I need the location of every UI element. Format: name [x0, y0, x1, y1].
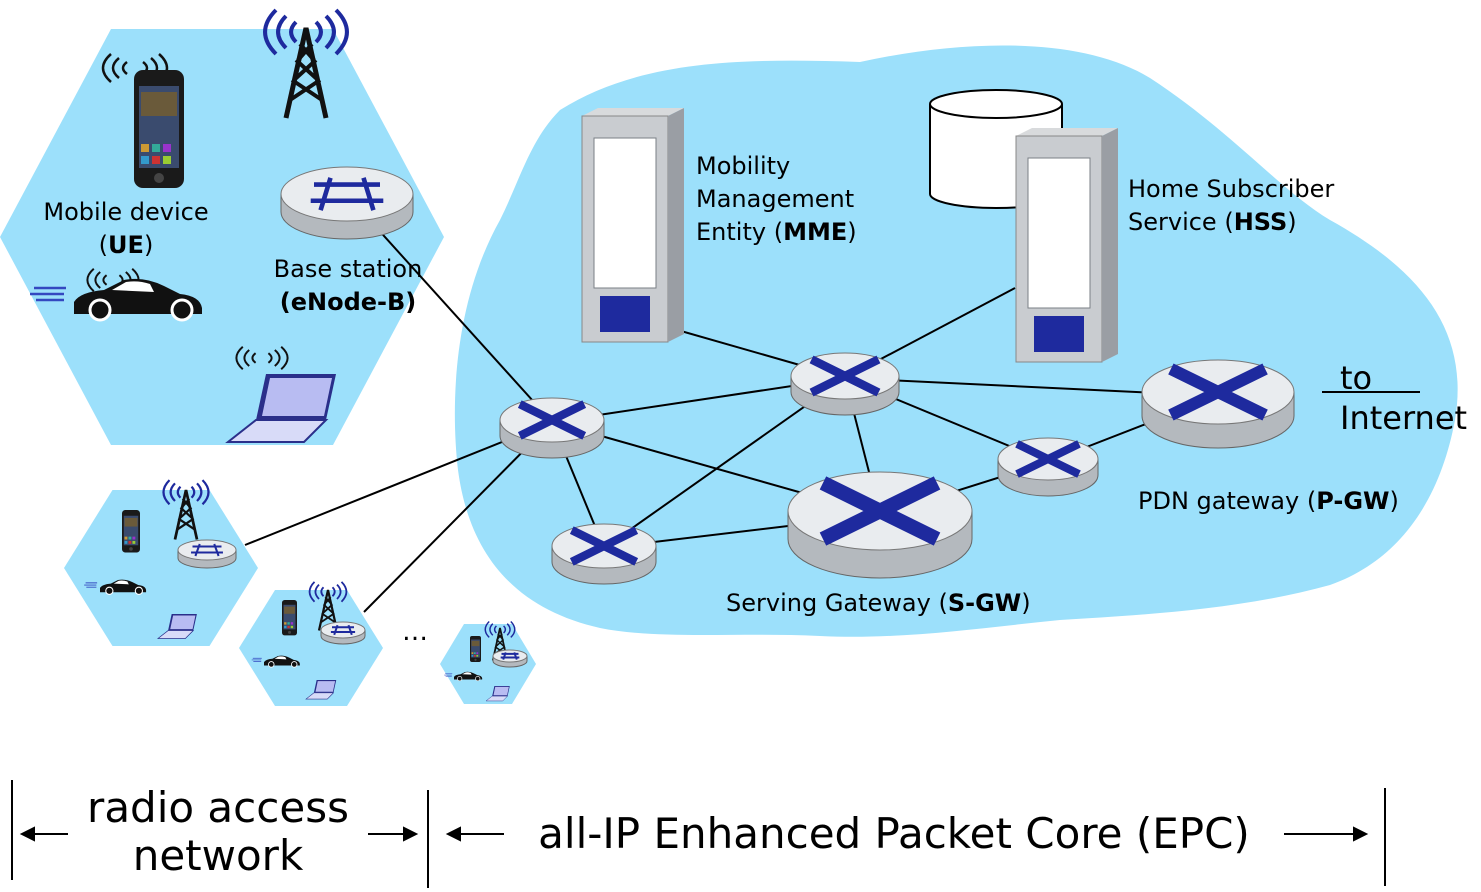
enodeb-router-small-2 — [320, 621, 366, 645]
internet-label: to Internet — [1340, 358, 1467, 438]
mme-abbr: MME — [783, 218, 848, 246]
enb-label: Base station (eNode-B) — [260, 253, 436, 319]
mme-name: Entity — [696, 218, 767, 246]
hss-open: ( — [1224, 208, 1234, 236]
pgw-abbr: P-GW — [1316, 487, 1390, 515]
smartphone-icon — [122, 510, 140, 553]
radio-access-regions — [0, 29, 536, 706]
hss-server-icon — [1015, 127, 1119, 363]
mme-line2: Management — [696, 185, 855, 213]
radio-line1: radio access — [87, 783, 349, 832]
ue-abbr: UE — [108, 231, 144, 259]
router-lower-icon — [551, 523, 657, 585]
hss-label: Home Subscriber Service (HSS) — [1128, 173, 1334, 239]
radio-cell-main — [0, 29, 444, 445]
pgw-open: ( — [1306, 487, 1317, 515]
smartphone-icon — [470, 636, 481, 662]
ue-name: Mobile device — [43, 198, 209, 226]
smartphone-icon — [134, 70, 184, 188]
radio-cell-small-1 — [64, 490, 258, 646]
router-left-icon — [499, 397, 605, 459]
router-small-icon — [997, 437, 1099, 497]
epc-label: all-IP Enhanced Packet Core (EPC) — [538, 809, 1250, 858]
hss-abbr: HSS — [1233, 208, 1288, 236]
ue-label: Mobile device (UE) — [36, 196, 216, 262]
pgw-router-icon — [1141, 359, 1295, 449]
sgw-close: ) — [1021, 589, 1031, 617]
internet-line2: Internet — [1340, 399, 1468, 437]
pgw-name: PDN gateway — [1138, 487, 1300, 515]
ellipsis: … — [402, 617, 428, 647]
hss-close: ) — [1287, 208, 1297, 236]
hss-line1: Home Subscriber — [1128, 175, 1335, 203]
pgw-close: ) — [1389, 487, 1399, 515]
sgw-name: Serving Gateway — [726, 589, 931, 617]
epc-core-region — [454, 45, 1458, 637]
router-central-icon — [790, 352, 900, 416]
mme-label: Mobility Management Entity (MME) — [696, 150, 857, 249]
radio-cell-small-2 — [239, 590, 383, 706]
internet-line1: to — [1340, 359, 1373, 397]
enodeb-router-small-1 — [177, 539, 237, 569]
smartphone-icon — [282, 600, 297, 636]
radio-line2: network — [132, 831, 304, 880]
enb-abbr: (eNode-B) — [279, 288, 417, 316]
link-cell1-router — [244, 421, 553, 546]
enodeb-router-icon — [280, 166, 414, 240]
mme-line1: Mobility — [696, 152, 791, 180]
radio-access-label: radio access network — [70, 784, 366, 880]
ue-open: ( — [98, 231, 109, 259]
ue-close: ) — [143, 231, 154, 259]
sgw-open: ( — [938, 589, 948, 617]
mme-server-icon — [581, 107, 685, 343]
pgw-label: PDN gateway (P-GW) — [1138, 485, 1399, 518]
sgw-label: Serving Gateway (S-GW) — [726, 587, 1031, 620]
radio-cell-small-3 — [440, 624, 536, 704]
enodeb-router-small-3 — [492, 649, 528, 668]
footer-scale — [11, 391, 1420, 888]
sgw-abbr: S-GW — [947, 589, 1022, 617]
enb-name: Base station — [273, 255, 423, 283]
sgw-router-icon — [787, 471, 973, 579]
mme-close: ) — [847, 218, 857, 246]
mme-open: ( — [773, 218, 784, 246]
hss-name: Service — [1128, 208, 1217, 236]
